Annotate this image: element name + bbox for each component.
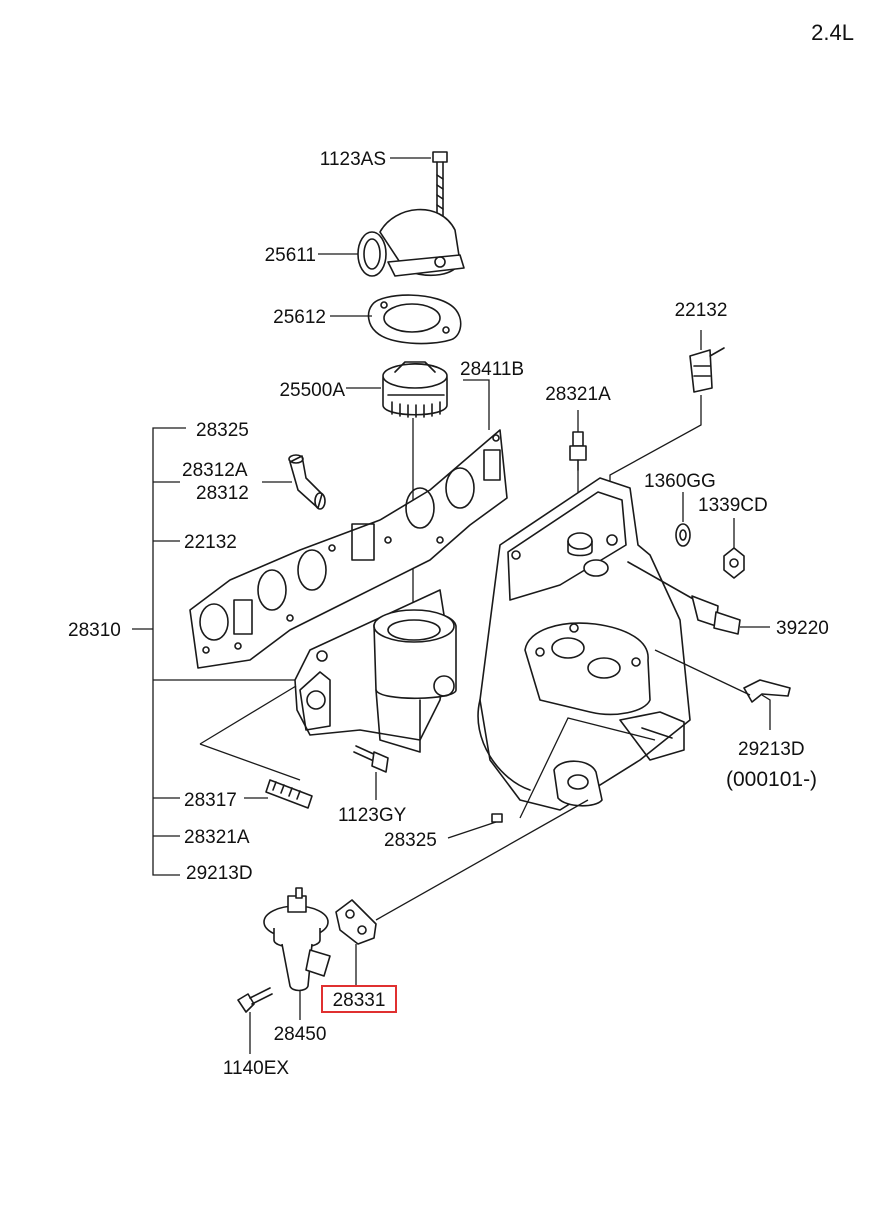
label-22132-top[interactable]: 22132 bbox=[675, 300, 728, 321]
thermostat-25500A-part bbox=[382, 361, 448, 418]
label-25612[interactable]: 25612 bbox=[273, 307, 326, 328]
label-28325-top[interactable]: 28325 bbox=[196, 420, 249, 441]
sensor-28321A-part bbox=[569, 431, 587, 471]
label-39220[interactable]: 39220 bbox=[776, 618, 829, 639]
bolt-1123GY-part bbox=[353, 745, 389, 773]
label-29213D-bottom[interactable]: 29213D bbox=[186, 863, 253, 884]
label-29213D-right[interactable]: 29213D bbox=[738, 739, 805, 760]
label-000101: (000101-) bbox=[726, 768, 817, 791]
label-28317[interactable]: 28317 bbox=[184, 790, 237, 811]
label-1140EX[interactable]: 1140EX bbox=[223, 1058, 290, 1079]
label-28411B[interactable]: 28411B bbox=[460, 359, 524, 380]
label-1339CD[interactable]: 1339CD bbox=[698, 495, 768, 516]
label-28310[interactable]: 28310 bbox=[68, 620, 121, 641]
label-28331[interactable]: 28331 bbox=[333, 990, 386, 1011]
hose-29213D-right-part bbox=[743, 679, 791, 703]
label-28321A-top[interactable]: 28321A bbox=[545, 384, 611, 405]
egr-valve-28450-part bbox=[263, 887, 331, 992]
label-25500A[interactable]: 25500A bbox=[279, 380, 345, 401]
label-28321A-bottom[interactable]: 28321A bbox=[184, 827, 250, 848]
stud-28317-part bbox=[265, 779, 313, 809]
stud-22132-part bbox=[689, 347, 725, 393]
label-1123GY[interactable]: 1123GY bbox=[338, 805, 407, 826]
label-28450[interactable]: 28450 bbox=[274, 1024, 327, 1045]
gasket-28411B-part bbox=[189, 429, 508, 669]
label-1123AS[interactable]: 1123AS bbox=[320, 149, 386, 170]
hose-28312-part bbox=[288, 454, 326, 510]
water-outlet-25611-part bbox=[357, 208, 465, 277]
label-1360GG[interactable]: 1360GG bbox=[644, 471, 716, 492]
nut-1339CD-part bbox=[723, 547, 745, 579]
group-bracket-28310 bbox=[132, 427, 300, 876]
label-25611[interactable]: 25611 bbox=[265, 245, 316, 266]
manifold-28310-part bbox=[294, 477, 691, 811]
label-22132-left[interactable]: 22132 bbox=[184, 532, 237, 553]
gasket-25612-part bbox=[367, 294, 462, 345]
label-28312[interactable]: 28312 bbox=[196, 483, 249, 504]
engine-label: 2.4L bbox=[811, 20, 854, 45]
label-28312A[interactable]: 28312A bbox=[182, 460, 248, 481]
label-28325-bottom[interactable]: 28325 bbox=[384, 830, 437, 851]
gasket-28331-part bbox=[335, 899, 377, 945]
washer-1360GG-part bbox=[675, 523, 691, 547]
plug-28325-part bbox=[491, 813, 503, 823]
part-labels: 1123AS 25611 25612 25500A 28411B 22132 2… bbox=[68, 149, 829, 1079]
highlight-box-28331 bbox=[321, 985, 397, 1013]
sensor-39220-part bbox=[627, 561, 741, 635]
bolt-1140EX-part bbox=[237, 987, 273, 1013]
